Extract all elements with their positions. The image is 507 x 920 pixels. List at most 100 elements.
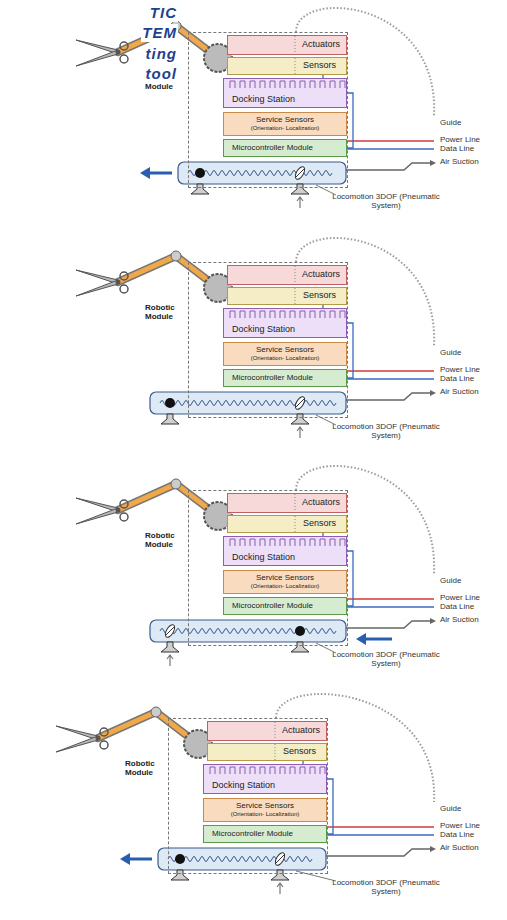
docking-tooth [230, 539, 345, 546]
microcontroller-box: Microcontroller Module [203, 825, 327, 843]
divider-line [295, 58, 296, 74]
scissor-blade [56, 736, 98, 752]
valve-stem [165, 626, 175, 636]
locomotion-label: Locomotion 3DOF (Pneumatic System) [330, 422, 442, 440]
box-label: Microcontroller Module [232, 602, 313, 611]
docking-teeth [224, 79, 348, 88]
line-label: Power Line [440, 821, 480, 830]
line-label: Air Suction [440, 615, 479, 624]
air-suction-line [346, 163, 430, 170]
line-label: Data Line [440, 144, 474, 153]
data-line [326, 834, 434, 836]
locomotion-label: Locomotion 3DOF (Pneumatic System) [330, 878, 442, 896]
motion-arrow [364, 638, 392, 641]
sensor-box: Sensors [207, 743, 327, 761]
divider [274, 744, 276, 760]
box-label: Service Sensors [256, 116, 314, 125]
elbow-joint [171, 479, 181, 489]
air-suction-line [326, 849, 430, 856]
actuator-box: Actuators [207, 721, 327, 741]
air-arrowhead [430, 846, 436, 852]
line-label: Air Suction [440, 843, 479, 852]
scissor-handle [100, 728, 108, 736]
docking-station: Docking Station [203, 764, 327, 794]
divider [294, 516, 296, 532]
suction-cup [291, 414, 309, 424]
title-fragment: TEM [141, 24, 178, 42]
title-fragment: tool [145, 65, 179, 83]
divider-line [275, 722, 276, 740]
box-label: Service Sensors [256, 346, 314, 355]
divider-line [295, 266, 296, 284]
arm-link [118, 484, 218, 516]
line-label: Power Line [440, 365, 480, 374]
power-line [346, 370, 434, 372]
anchor-dot [165, 398, 175, 408]
title-fragment: TIC [149, 4, 178, 22]
arm-outline [118, 484, 218, 516]
leader-line [296, 871, 336, 881]
divider-line [275, 744, 276, 760]
motion-arrow [128, 858, 152, 861]
locomotion-bar [150, 620, 346, 642]
locomotion-bar [158, 848, 326, 870]
actuator-box: Actuators [227, 35, 347, 55]
scissor-pivot [116, 508, 121, 513]
line-label: Guide [440, 118, 461, 127]
microcontroller-box: Microcontroller Module [223, 369, 347, 387]
valve-stem [295, 398, 305, 408]
service-sensor-box: Service Sensors(Orientation- Localizatio… [223, 342, 347, 366]
data-line [346, 606, 434, 608]
scissor-blade [76, 508, 118, 524]
power-line [326, 826, 434, 828]
divider [294, 494, 296, 512]
box-label: Docking Station [232, 95, 295, 105]
arm-link [98, 712, 198, 744]
box-subtitle: (Orientation- Localization) [251, 125, 320, 132]
divider-line [295, 288, 296, 304]
anchor-dot [195, 168, 205, 178]
line-label: Guide [440, 348, 461, 357]
anchor-dot [295, 626, 305, 636]
locomotion-bar [178, 162, 346, 184]
box-label: Actuators [302, 498, 340, 508]
motion-arrowhead [120, 853, 130, 865]
docking-station: Docking Station [223, 536, 347, 566]
title-fragment: ting [145, 45, 179, 63]
power-line [346, 598, 434, 600]
lift-arrow [167, 655, 173, 666]
air-arrowhead [430, 390, 436, 396]
divider [294, 58, 296, 74]
box-label: Docking Station [212, 781, 275, 791]
arm-link [118, 256, 218, 288]
suction-cup [191, 184, 209, 194]
actuator-box: Actuators [227, 493, 347, 513]
service-sensor-box: Service Sensors(Orientation- Localizatio… [203, 798, 327, 822]
motion-arrowhead [356, 633, 366, 645]
lift-arrow [297, 427, 303, 438]
docking-tooth [210, 767, 325, 774]
scissor-pivot [116, 280, 121, 285]
elbow-joint [151, 707, 161, 717]
line-label: Power Line [440, 135, 480, 144]
suction-cup [291, 184, 309, 194]
actuator-box: Actuators [227, 265, 347, 285]
air-arrowhead [430, 160, 436, 166]
valve [293, 165, 306, 181]
module-heading: Robotic Module [145, 531, 185, 549]
divider [294, 36, 296, 54]
docking-station: Docking Station [223, 78, 347, 108]
valve [293, 395, 306, 411]
scissor-handle [120, 42, 128, 50]
microcontroller-box: Microcontroller Module [223, 597, 347, 615]
scissor-handle [120, 500, 128, 508]
module-heading: Robotic Module [145, 303, 185, 321]
scissor-pivot [96, 736, 101, 741]
sensor-box: Sensors [227, 57, 347, 75]
box-label: Sensors [303, 519, 336, 529]
module-boundary: Robotic ModuleActuatorsSensorsDocking St… [188, 490, 348, 646]
line-label: Data Line [440, 374, 474, 383]
locomotion-bar [150, 392, 346, 414]
scissor-handle [120, 285, 128, 293]
